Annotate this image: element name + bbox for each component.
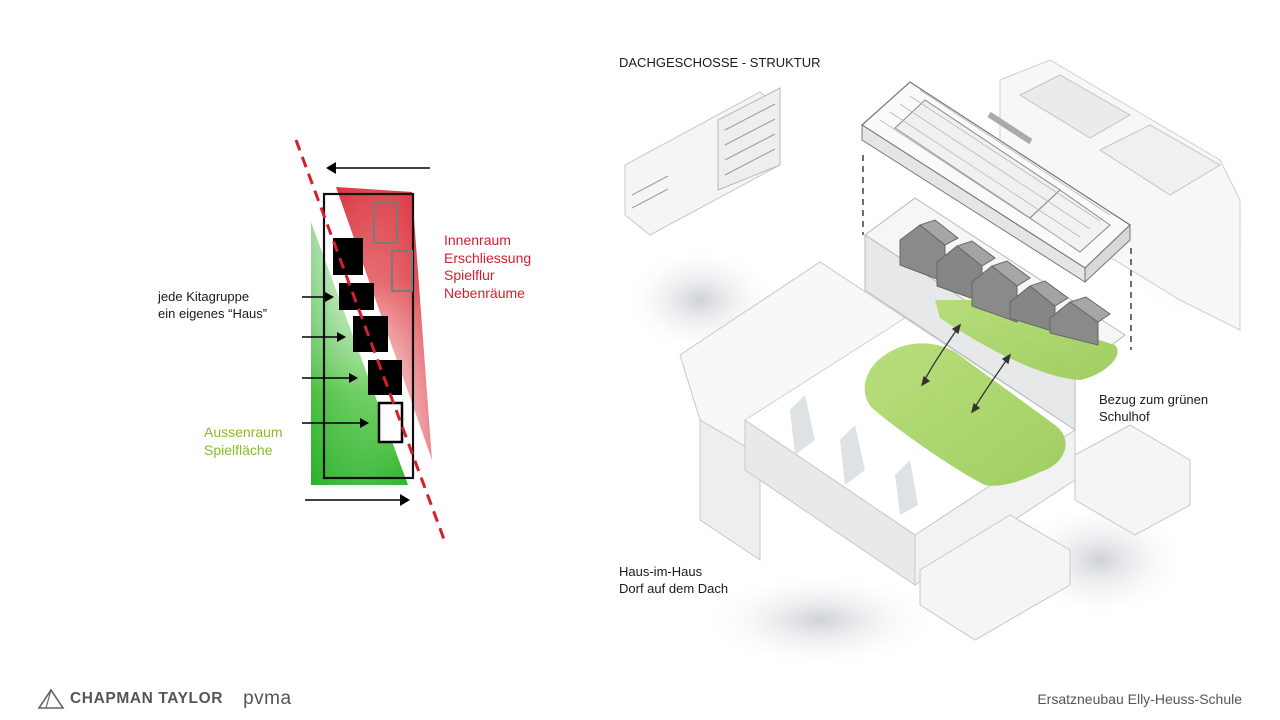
footer-brand: CHAPMAN TAYLOR pvma [37,686,292,712]
building-frame [322,192,415,480]
inner-label-line-2: Erschliessung [444,249,532,266]
groups-label-line-2: ein eigenes “Haus” [158,306,268,321]
groups-label: jede Kitagruppe ein eigenes “Haus” [158,288,267,322]
arrow-group-2 [302,332,346,342]
arrow-group-4 [302,418,369,428]
axonometric-drawing [620,59,1250,670]
relation-label-line-1: Bezug zum grünen [1099,392,1209,407]
inner-zone-label: Innenraum Erschliessung Spielflur Nebenr… [444,232,531,302]
project-title: Ersatzneubau Elly-Heuss-Schule [1037,691,1242,707]
relation-label: Bezug zum grünen Schulhof [1099,391,1208,425]
group-house-1 [333,238,363,275]
arrow-group-3 [302,373,358,383]
partner-logo: pvma [243,688,292,709]
group-house-2 [339,283,374,310]
roof-house-4 [1009,280,1069,333]
concept-label-line-2: Dorf auf dem Dach [619,581,729,596]
context-building-top-right [999,59,1241,331]
green-roof-upper [935,300,1118,380]
arrow-top-left [326,162,430,174]
roof-house-5 [1049,296,1111,346]
outer-label-line-1: Aussenraum [204,424,283,440]
arrow-bottom-right [305,494,410,506]
inner-label-line-3: Spielflur [444,267,495,283]
arrow-group-1 [302,292,334,302]
secondary-room-2 [391,250,413,292]
roof-house-1 [899,219,959,283]
outer-zone-label: Aussenraum Spielfläche [204,424,283,459]
concept-label: Haus-im-Haus Dorf auf dem Dach [619,563,728,597]
groups-label-line-1: jede Kitagruppe [158,289,250,304]
green-roof-courtyard [864,343,1066,486]
roof-houses [899,219,1111,346]
outer-label-line-2: Spielfläche [204,441,273,458]
inner-label-line-4: Nebenräume [444,284,525,301]
roof-house-3 [971,260,1031,323]
roof-plate [861,81,1131,284]
relation-arrow-1 [920,323,962,387]
axonometry-title: DACHGESCHOSSE - STRUKTUR [619,55,821,70]
group-house-3 [353,316,388,352]
relation-label-line-2: Schulhof [1099,409,1150,424]
inner-label-line-1: Innenraum [444,232,511,248]
group-house-5-open [377,401,404,444]
context-building-top-left [624,87,781,236]
chapman-taylor-logo-icon [37,688,65,709]
concept-label-line-1: Haus-im-Haus [619,564,703,579]
secondary-room-1 [373,202,398,244]
relation-arrow-2 [970,353,1012,414]
brand-name: CHAPMAN TAYLOR [70,690,224,707]
